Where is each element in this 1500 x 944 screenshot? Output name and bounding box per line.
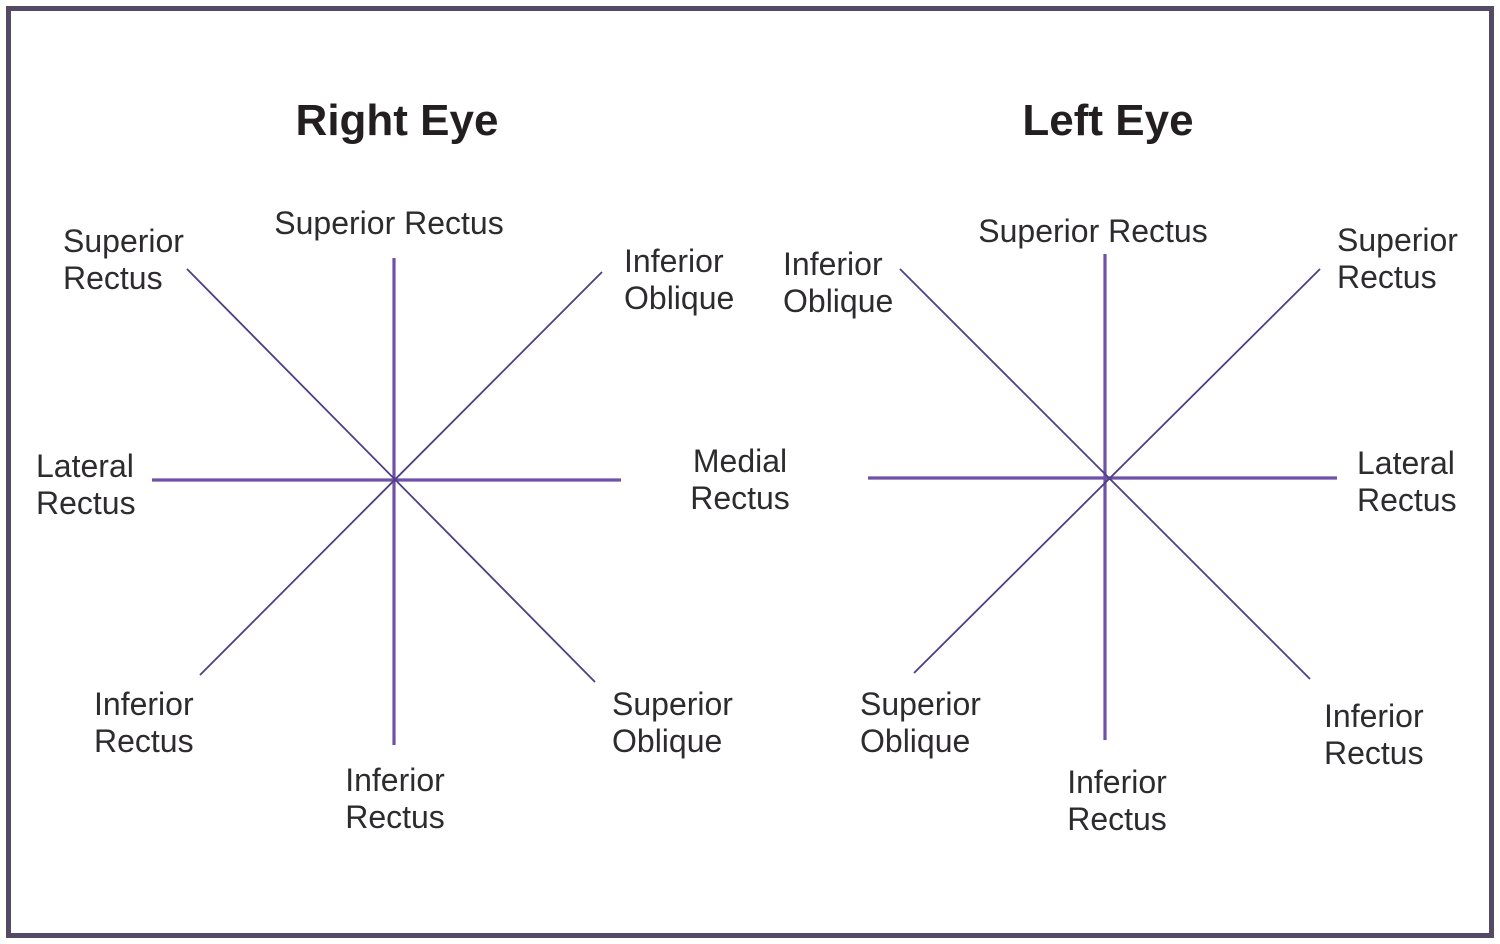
right-eye-title: Right Eye [295,96,499,145]
left-eye-star [868,254,1337,740]
right-eye-label-superior-rectus-upper-left: Superior Rectus [63,223,184,296]
right-eye-label-lateral-rectus: Lateral Rectus [36,448,136,521]
right-eye-label-inferior-rectus-bottom: Inferior Rectus [345,762,445,835]
medial-rectus-label: Medial Rectus [690,443,790,516]
right-eye-label-superior-oblique: Superior Oblique [612,686,733,759]
left-eye-label-superior-oblique: Superior Oblique [860,686,981,759]
right-eye-star [152,258,621,745]
left-eye-label-superior-rectus-top: Superior Rectus [978,213,1208,249]
left-eye-label-inferior-rectus-lower-right: Inferior Rectus [1324,698,1424,771]
left-eye-title: Left Eye [1022,96,1194,145]
left-eye-diagonal-bltr [913,268,1321,674]
left-eye-diagonal-tlbr [899,268,1311,680]
right-eye-label-inferior-rectus-lower-left: Inferior Rectus [94,686,194,759]
right-eye-diagonal-bltr [199,271,603,676]
right-eye-diagonal-tlbr [186,268,596,683]
left-eye-label-superior-rectus-upper-right: Superior Rectus [1337,222,1458,295]
left-eye-label-lateral-rectus: Lateral Rectus [1357,445,1457,518]
right-eye-label-superior-rectus-top: Superior Rectus [274,205,504,241]
left-eye-label-inferior-oblique: Inferior Oblique [783,246,894,319]
left-eye-label-inferior-rectus-bottom: Inferior Rectus [1067,764,1167,837]
right-eye-label-inferior-oblique: Inferior Oblique [624,243,735,316]
